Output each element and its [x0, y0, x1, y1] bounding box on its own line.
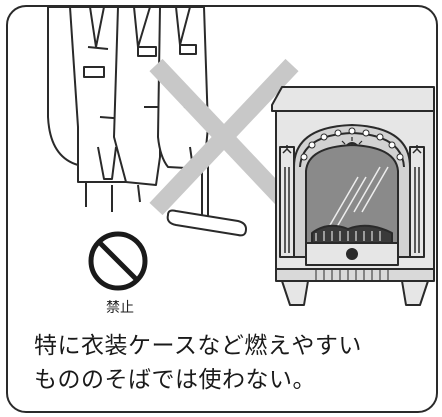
caption-line-1: 特に衣装ケースなど燃えやすい — [34, 333, 362, 359]
clothes-rack-icon — [47, 7, 247, 237]
electric-heater-icon — [271, 86, 435, 306]
warning-illustration — [47, 7, 435, 306]
warning-card: 禁止 特に衣装ケースなど燃えやすい もののそばでは使わない。 — [6, 5, 438, 413]
caption-line-2: もののそばでは使わない。 — [34, 367, 316, 393]
prohibition-label: 禁止 — [106, 300, 134, 316]
cross-mark-icon — [149, 58, 299, 216]
warning-caption: 特に衣装ケースなど燃えやすい もののそばでは使わない。 — [34, 329, 424, 397]
prohibition-icon — [88, 231, 148, 291]
